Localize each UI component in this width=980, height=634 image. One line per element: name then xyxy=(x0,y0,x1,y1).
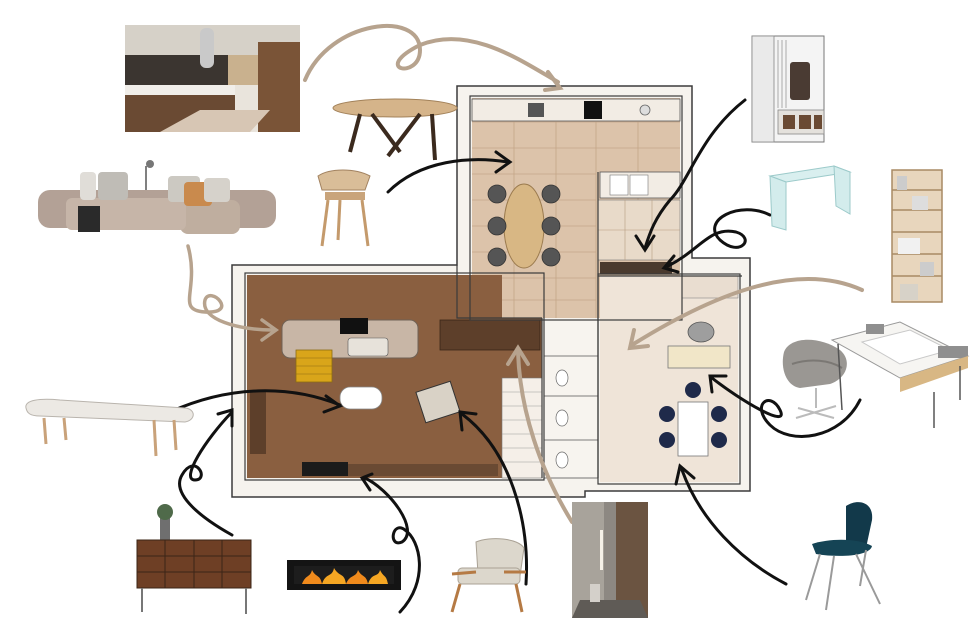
kitchen-counter xyxy=(471,98,681,122)
office-desk xyxy=(667,345,731,369)
white-desk xyxy=(830,321,970,428)
sectional-sofa xyxy=(38,160,276,234)
office-floor xyxy=(600,276,738,482)
meeting-table xyxy=(677,401,709,457)
coffee-table xyxy=(340,318,368,334)
bathroom-block xyxy=(543,319,599,479)
inner-walls xyxy=(244,95,742,485)
wooden-chair xyxy=(317,169,371,247)
teal-shell-chair xyxy=(805,502,881,611)
bio-fireplace xyxy=(287,560,401,590)
glass-desk xyxy=(768,165,852,231)
marble-bench xyxy=(25,398,194,457)
meeting-chairs xyxy=(659,382,727,448)
office-chair-plan xyxy=(687,321,715,343)
floor-plan xyxy=(231,85,751,498)
oval-dining-table xyxy=(332,98,458,161)
storage-cabinet xyxy=(439,319,541,351)
kitchen-render xyxy=(125,25,300,132)
dining-table xyxy=(503,183,545,269)
swan-armchair xyxy=(782,339,847,419)
entry-wardrobe xyxy=(751,35,825,143)
sink xyxy=(639,104,651,116)
fireplace-unit xyxy=(302,462,348,476)
wood-sideboard xyxy=(136,504,252,614)
side-cabinet xyxy=(250,392,266,454)
shoe-bench xyxy=(600,262,672,274)
dining-chairs xyxy=(487,184,561,267)
lounge-armchair xyxy=(450,538,526,613)
cooktop xyxy=(528,103,544,117)
bench-table xyxy=(339,386,383,410)
connector-arrows xyxy=(168,24,864,614)
armchair-plan xyxy=(415,380,461,424)
media-shelf xyxy=(348,464,498,476)
hallway-render xyxy=(572,502,648,618)
bookshelf xyxy=(891,169,943,303)
oven xyxy=(584,101,602,119)
